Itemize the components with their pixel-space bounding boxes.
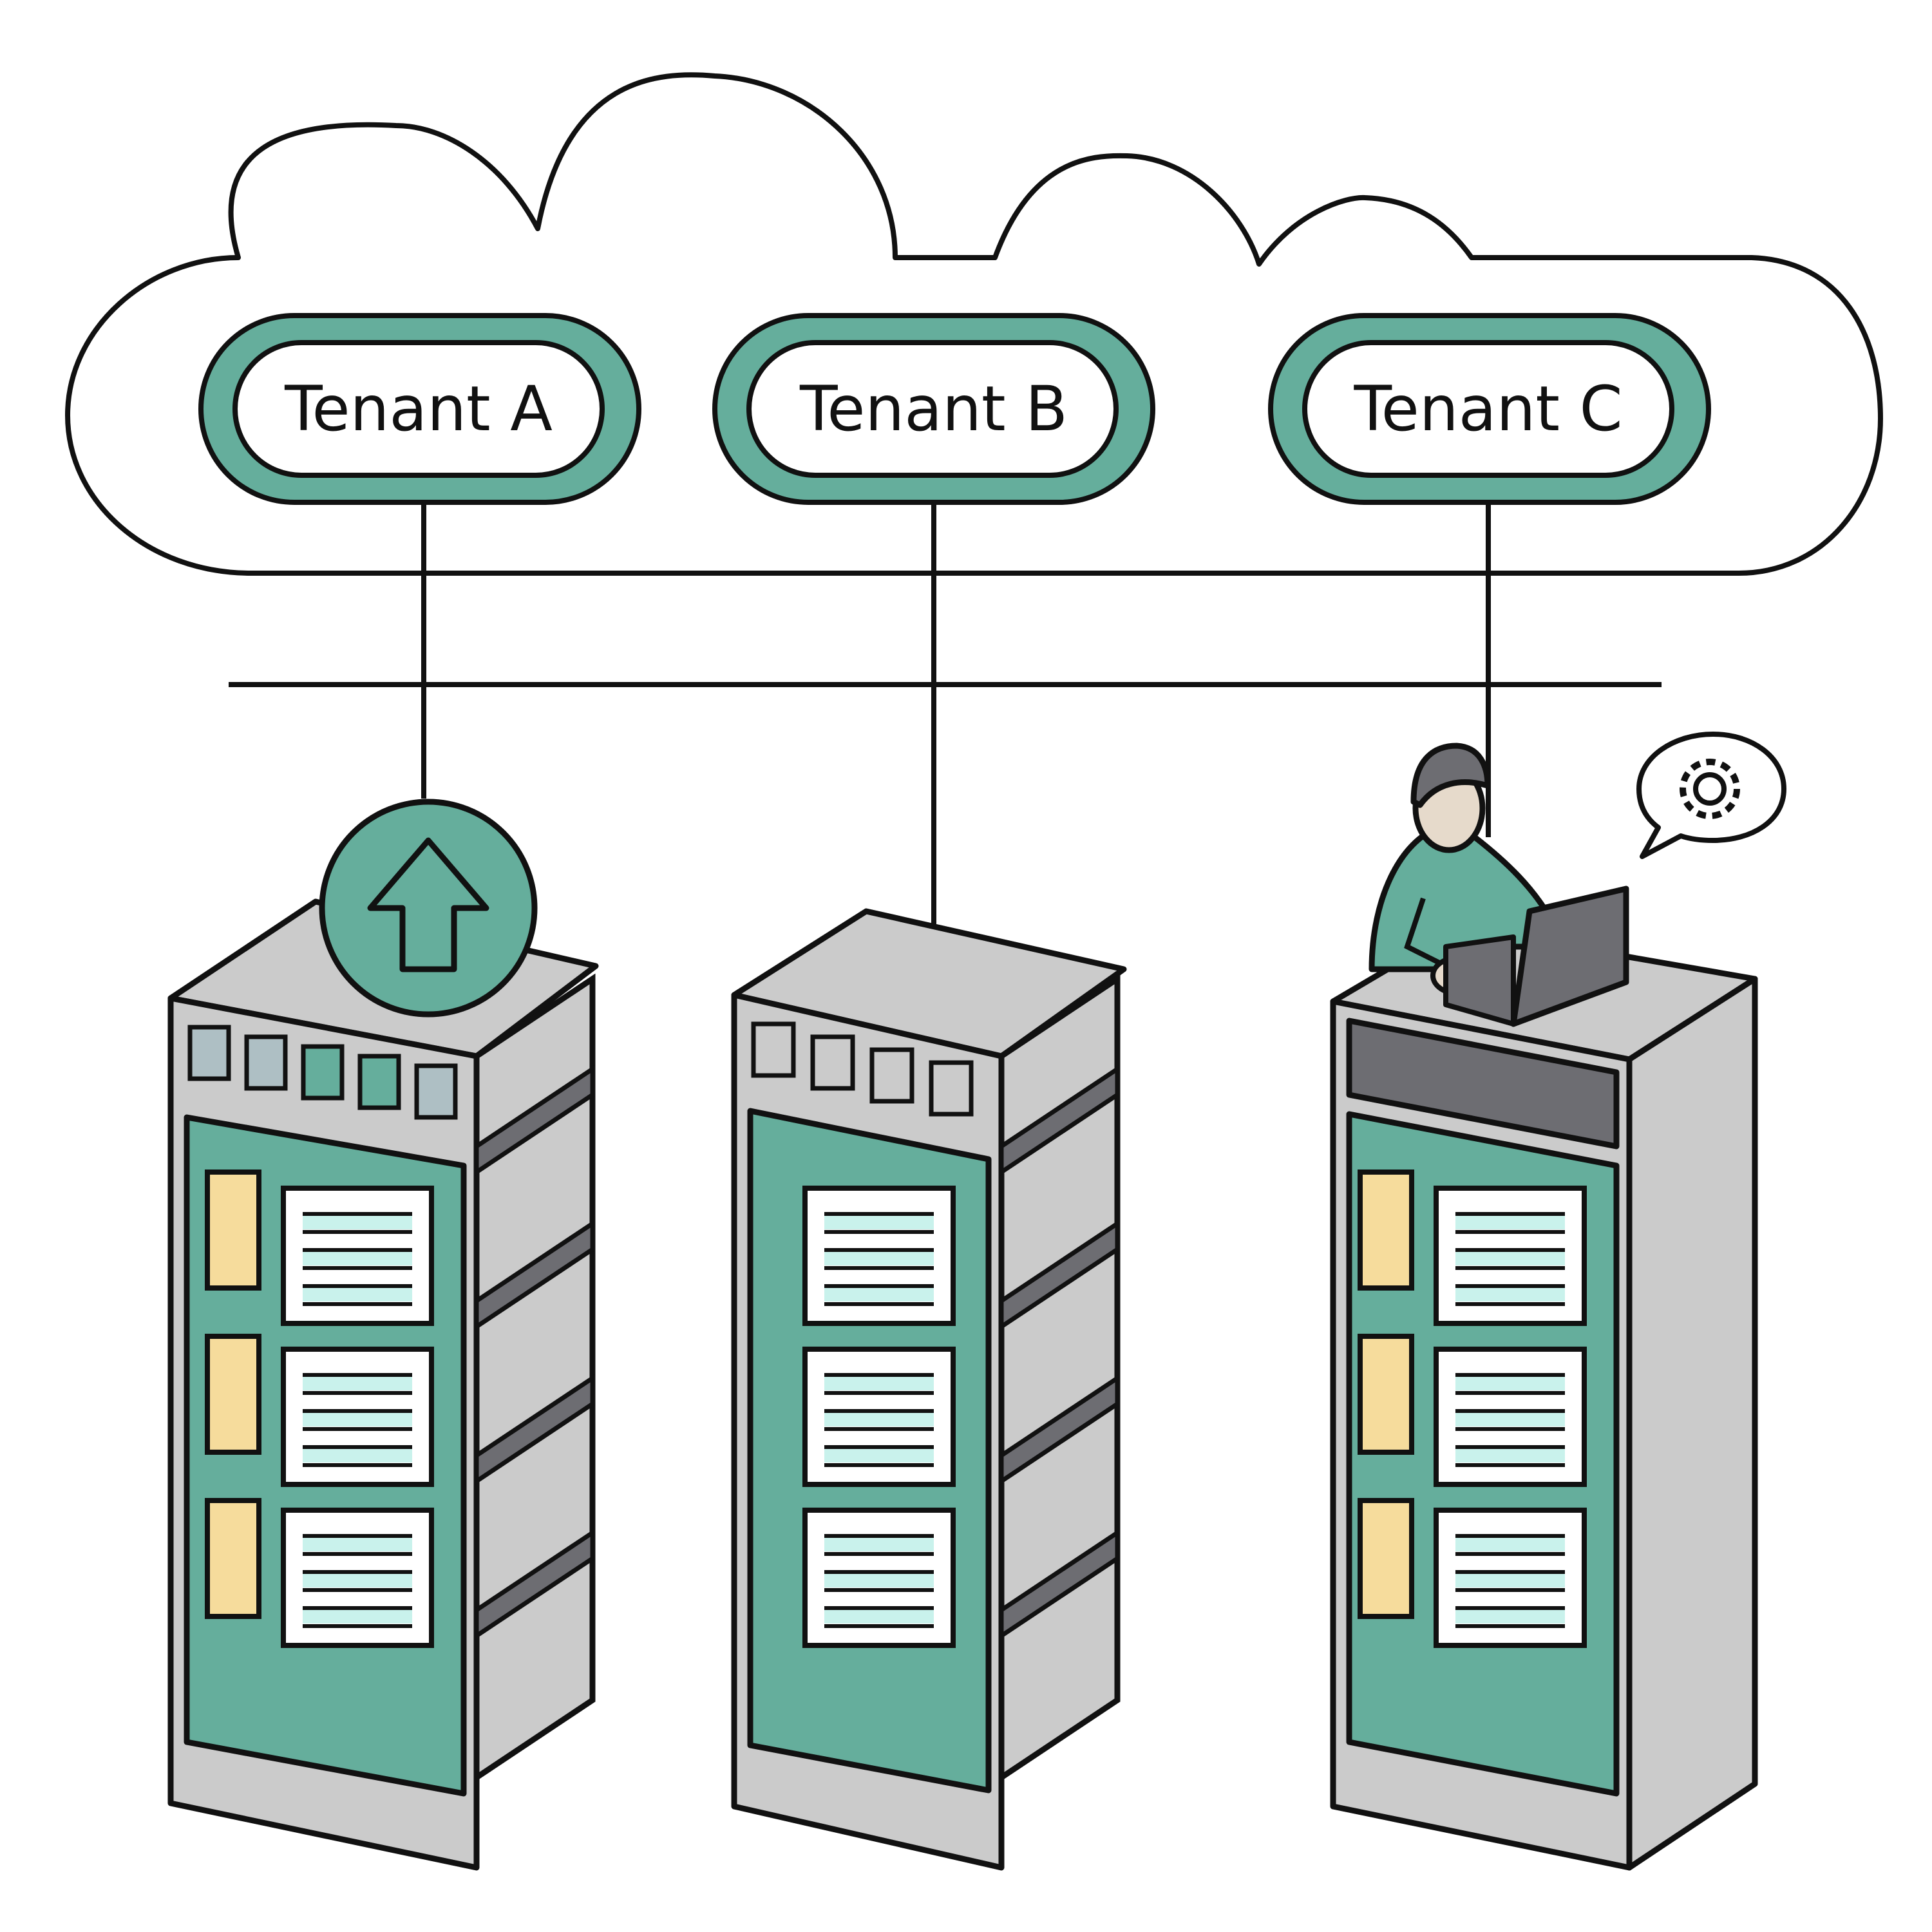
server-rack-b: [731, 908, 1127, 1871]
gear-icon: [1680, 759, 1740, 819]
server-rack-c: [1330, 732, 1786, 1871]
tenant-label-c: Tenant C: [1353, 373, 1622, 445]
speech-bubble: [1636, 732, 1786, 859]
upload-arrow-icon: [319, 799, 538, 1018]
laptop-icon: [1443, 886, 1629, 1027]
connector-lines: [229, 502, 1662, 927]
tenant-label-b: Tenant B: [799, 373, 1068, 445]
tenant-pill-b: Tenant B: [712, 313, 1155, 505]
server-rack-a: [167, 799, 599, 1871]
tenant-label-a: Tenant A: [284, 373, 553, 445]
tenant-pill-a: Tenant A: [198, 313, 641, 505]
tenant-pill-c: Tenant C: [1268, 313, 1711, 505]
